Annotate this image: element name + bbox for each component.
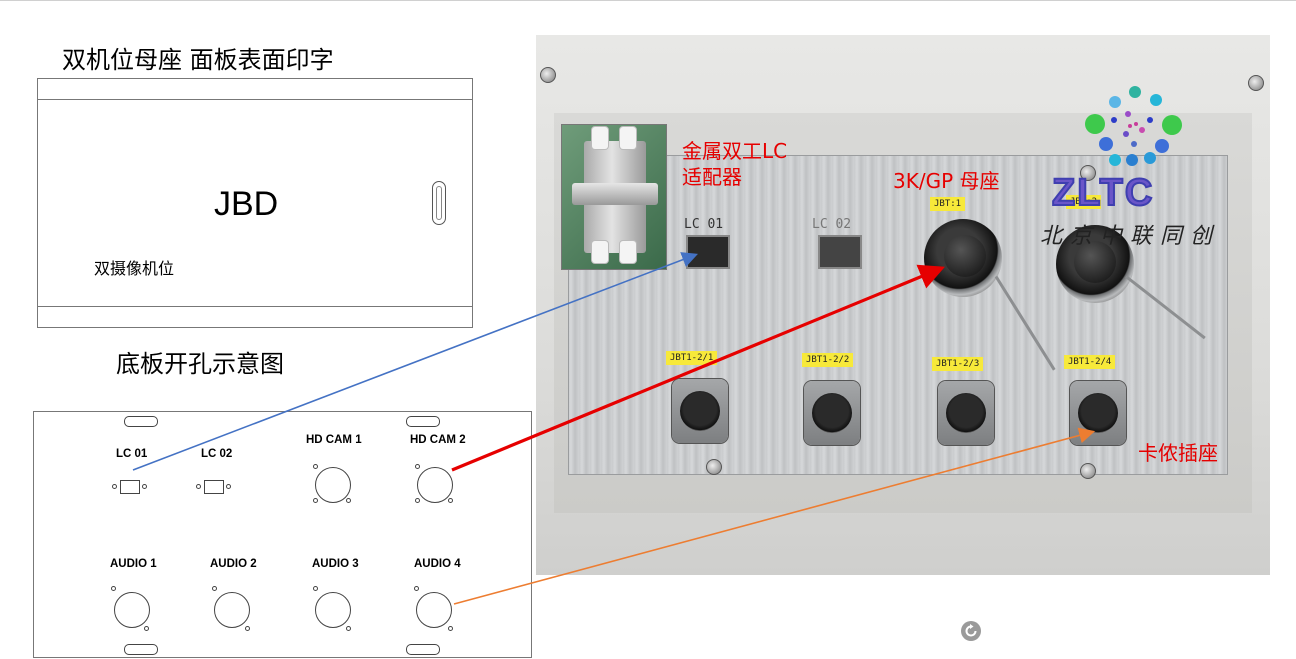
- lc02-dot-right: [226, 484, 231, 489]
- plate-title: 底板开孔示意图: [116, 350, 284, 378]
- audio3-dot-top: [313, 586, 318, 591]
- plate-label-audio2: AUDIO 2: [210, 558, 257, 570]
- lc-adapter-inset-photo: [562, 125, 666, 269]
- plate-label-lc02: LC 02: [201, 448, 233, 460]
- tag-jbt1-2-4: JBT1-2/4: [1064, 355, 1116, 369]
- front-panel-slot: [432, 181, 446, 225]
- gp-socket-2-cap: [1074, 241, 1116, 283]
- audio3-hole: [315, 592, 351, 628]
- plate-label-lc01: LC 01: [116, 448, 148, 460]
- plate-label-hdcam1: HD CAM 1: [306, 434, 362, 446]
- plate-slot-bottom-right: [406, 644, 440, 655]
- hdcam2-dot-bl: [415, 498, 420, 503]
- plate-label-audio4: AUDIO 4: [414, 558, 461, 570]
- callout-xlr-socket: 卡侬插座: [1138, 441, 1218, 465]
- front-panel-top-band: [38, 99, 472, 100]
- logo-wordmark: ZLTC: [1051, 171, 1155, 215]
- lc01-dot-left: [112, 484, 117, 489]
- photo-screw: [1080, 165, 1096, 181]
- photo-screw: [1080, 463, 1096, 479]
- audio4-dot-top: [414, 586, 419, 591]
- hdcam2-dot-tl: [415, 464, 420, 469]
- audio4-dot-bottom: [448, 626, 453, 631]
- xlr-socket-3: [938, 381, 994, 445]
- photo-screw: [706, 459, 722, 475]
- callout-lc-adapter-line2: 适配器: [682, 165, 742, 189]
- callout-lc-adapter-line1: 金属双工LC: [682, 139, 788, 163]
- front-panel-title: 双机位母座 面板表面印字: [62, 46, 334, 74]
- hdcam1-dot-bl: [313, 498, 318, 503]
- tag-jbt1-2-3: JBT1-2/3: [932, 357, 984, 371]
- front-panel-label: JBD: [214, 185, 279, 223]
- audio3-dot-bottom: [346, 626, 351, 631]
- zltc-logo-icon: [1085, 86, 1182, 166]
- front-panel-bottom-band: [38, 306, 472, 307]
- audio1-dot-bottom: [144, 626, 149, 631]
- lc02-dot-left: [196, 484, 201, 489]
- arrow-hdcam2-to-gp-socket: [451, 264, 945, 472]
- plate-slot-top-left: [124, 416, 158, 427]
- photo-screw: [1248, 75, 1264, 91]
- front-panel-drawing: JBD 双摄像机位: [37, 78, 473, 328]
- reload-icon[interactable]: [960, 620, 982, 642]
- top-divider: [0, 0, 1296, 1]
- audio1-hole: [114, 592, 150, 628]
- audio2-dot-bottom: [245, 626, 250, 631]
- hdcam1-hole: [315, 467, 351, 503]
- photo-screw: [540, 67, 556, 83]
- plate-slot-bottom-left: [124, 644, 158, 655]
- hdcam2-hole: [417, 467, 453, 503]
- plate-label-hdcam2: HD CAM 2: [410, 434, 466, 446]
- bottom-plate-drawing: LC 01 LC 02 HD CAM 1 HD CAM 2 AUDIO 1 AU…: [33, 411, 532, 658]
- tag-jbt1-2-1: JBT1-2/1: [666, 351, 718, 365]
- hdcam1-dot-tl: [313, 464, 318, 469]
- xlr-socket-2: [804, 381, 860, 445]
- connector-panel-photo: LC 01 LC 02 JBT:1 JBT:2 JBT1-2/1 JBT1-2/…: [536, 35, 1270, 575]
- tag-jbt2: JBT:2: [1066, 195, 1102, 209]
- audio2-dot-top: [212, 586, 217, 591]
- photo-lc01-text: LC 01: [684, 217, 724, 232]
- hdcam2-dot-br: [448, 498, 453, 503]
- audio1-dot-top: [111, 586, 116, 591]
- audio2-hole: [214, 592, 250, 628]
- plate-slot-top-right: [406, 416, 440, 427]
- lc02-cutout: [204, 480, 224, 494]
- tag-jbt1: JBT:1: [930, 197, 966, 211]
- photo-lc02-text: LC 02: [812, 217, 852, 232]
- front-panel-sublabel: 双摄像机位: [94, 259, 175, 278]
- xlr-socket-1: [672, 379, 728, 443]
- lc01-dot-right: [142, 484, 147, 489]
- lc01-cutout: [120, 480, 140, 494]
- gp-socket-1-cap: [944, 235, 986, 277]
- callout-gp-socket: 3K/GP 母座: [893, 169, 1000, 193]
- arrow-audio4-to-xlr: [453, 427, 1096, 605]
- plate-label-audio3: AUDIO 3: [312, 558, 359, 570]
- logo-chinese-text: 北京中联同创: [1040, 224, 1221, 249]
- arrow-lc01-to-photo: [132, 252, 698, 471]
- hdcam1-dot-br: [346, 498, 351, 503]
- plate-label-audio1: AUDIO 1: [110, 558, 157, 570]
- audio4-hole: [416, 592, 452, 628]
- photo-lc02-hole: [818, 235, 862, 269]
- tag-jbt1-2-2: JBT1-2/2: [802, 353, 854, 367]
